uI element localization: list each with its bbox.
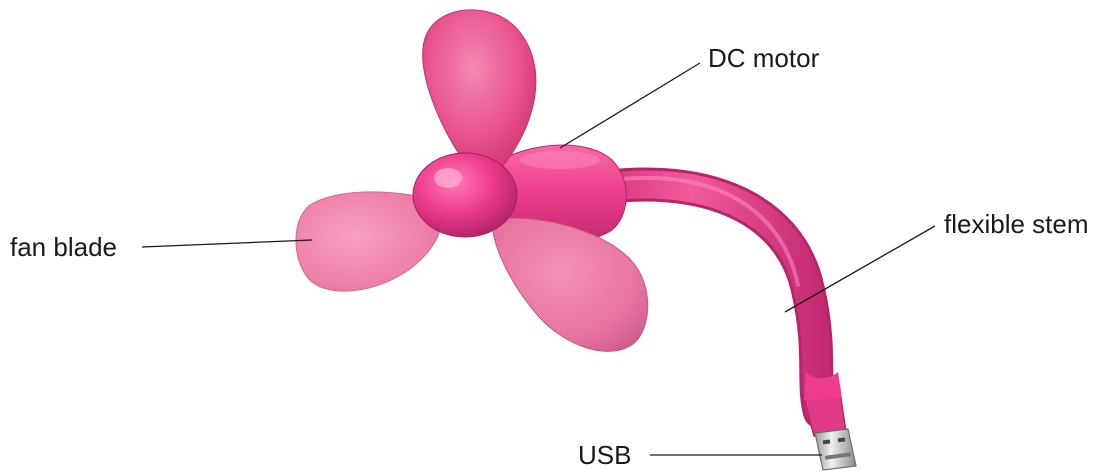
fan-blade-lower bbox=[492, 218, 648, 351]
usb-label: USB bbox=[578, 440, 631, 470]
fan-blade-leader bbox=[142, 240, 312, 247]
fan-hub bbox=[413, 153, 517, 237]
usb-neck bbox=[803, 372, 846, 436]
dc-motor-leader bbox=[560, 63, 700, 148]
usb-plug bbox=[815, 429, 856, 470]
fan-blade-label: fan blade bbox=[10, 232, 117, 262]
flexible-stem-label: flexible stem bbox=[944, 209, 1089, 239]
dc-motor-label: DC motor bbox=[708, 43, 820, 73]
